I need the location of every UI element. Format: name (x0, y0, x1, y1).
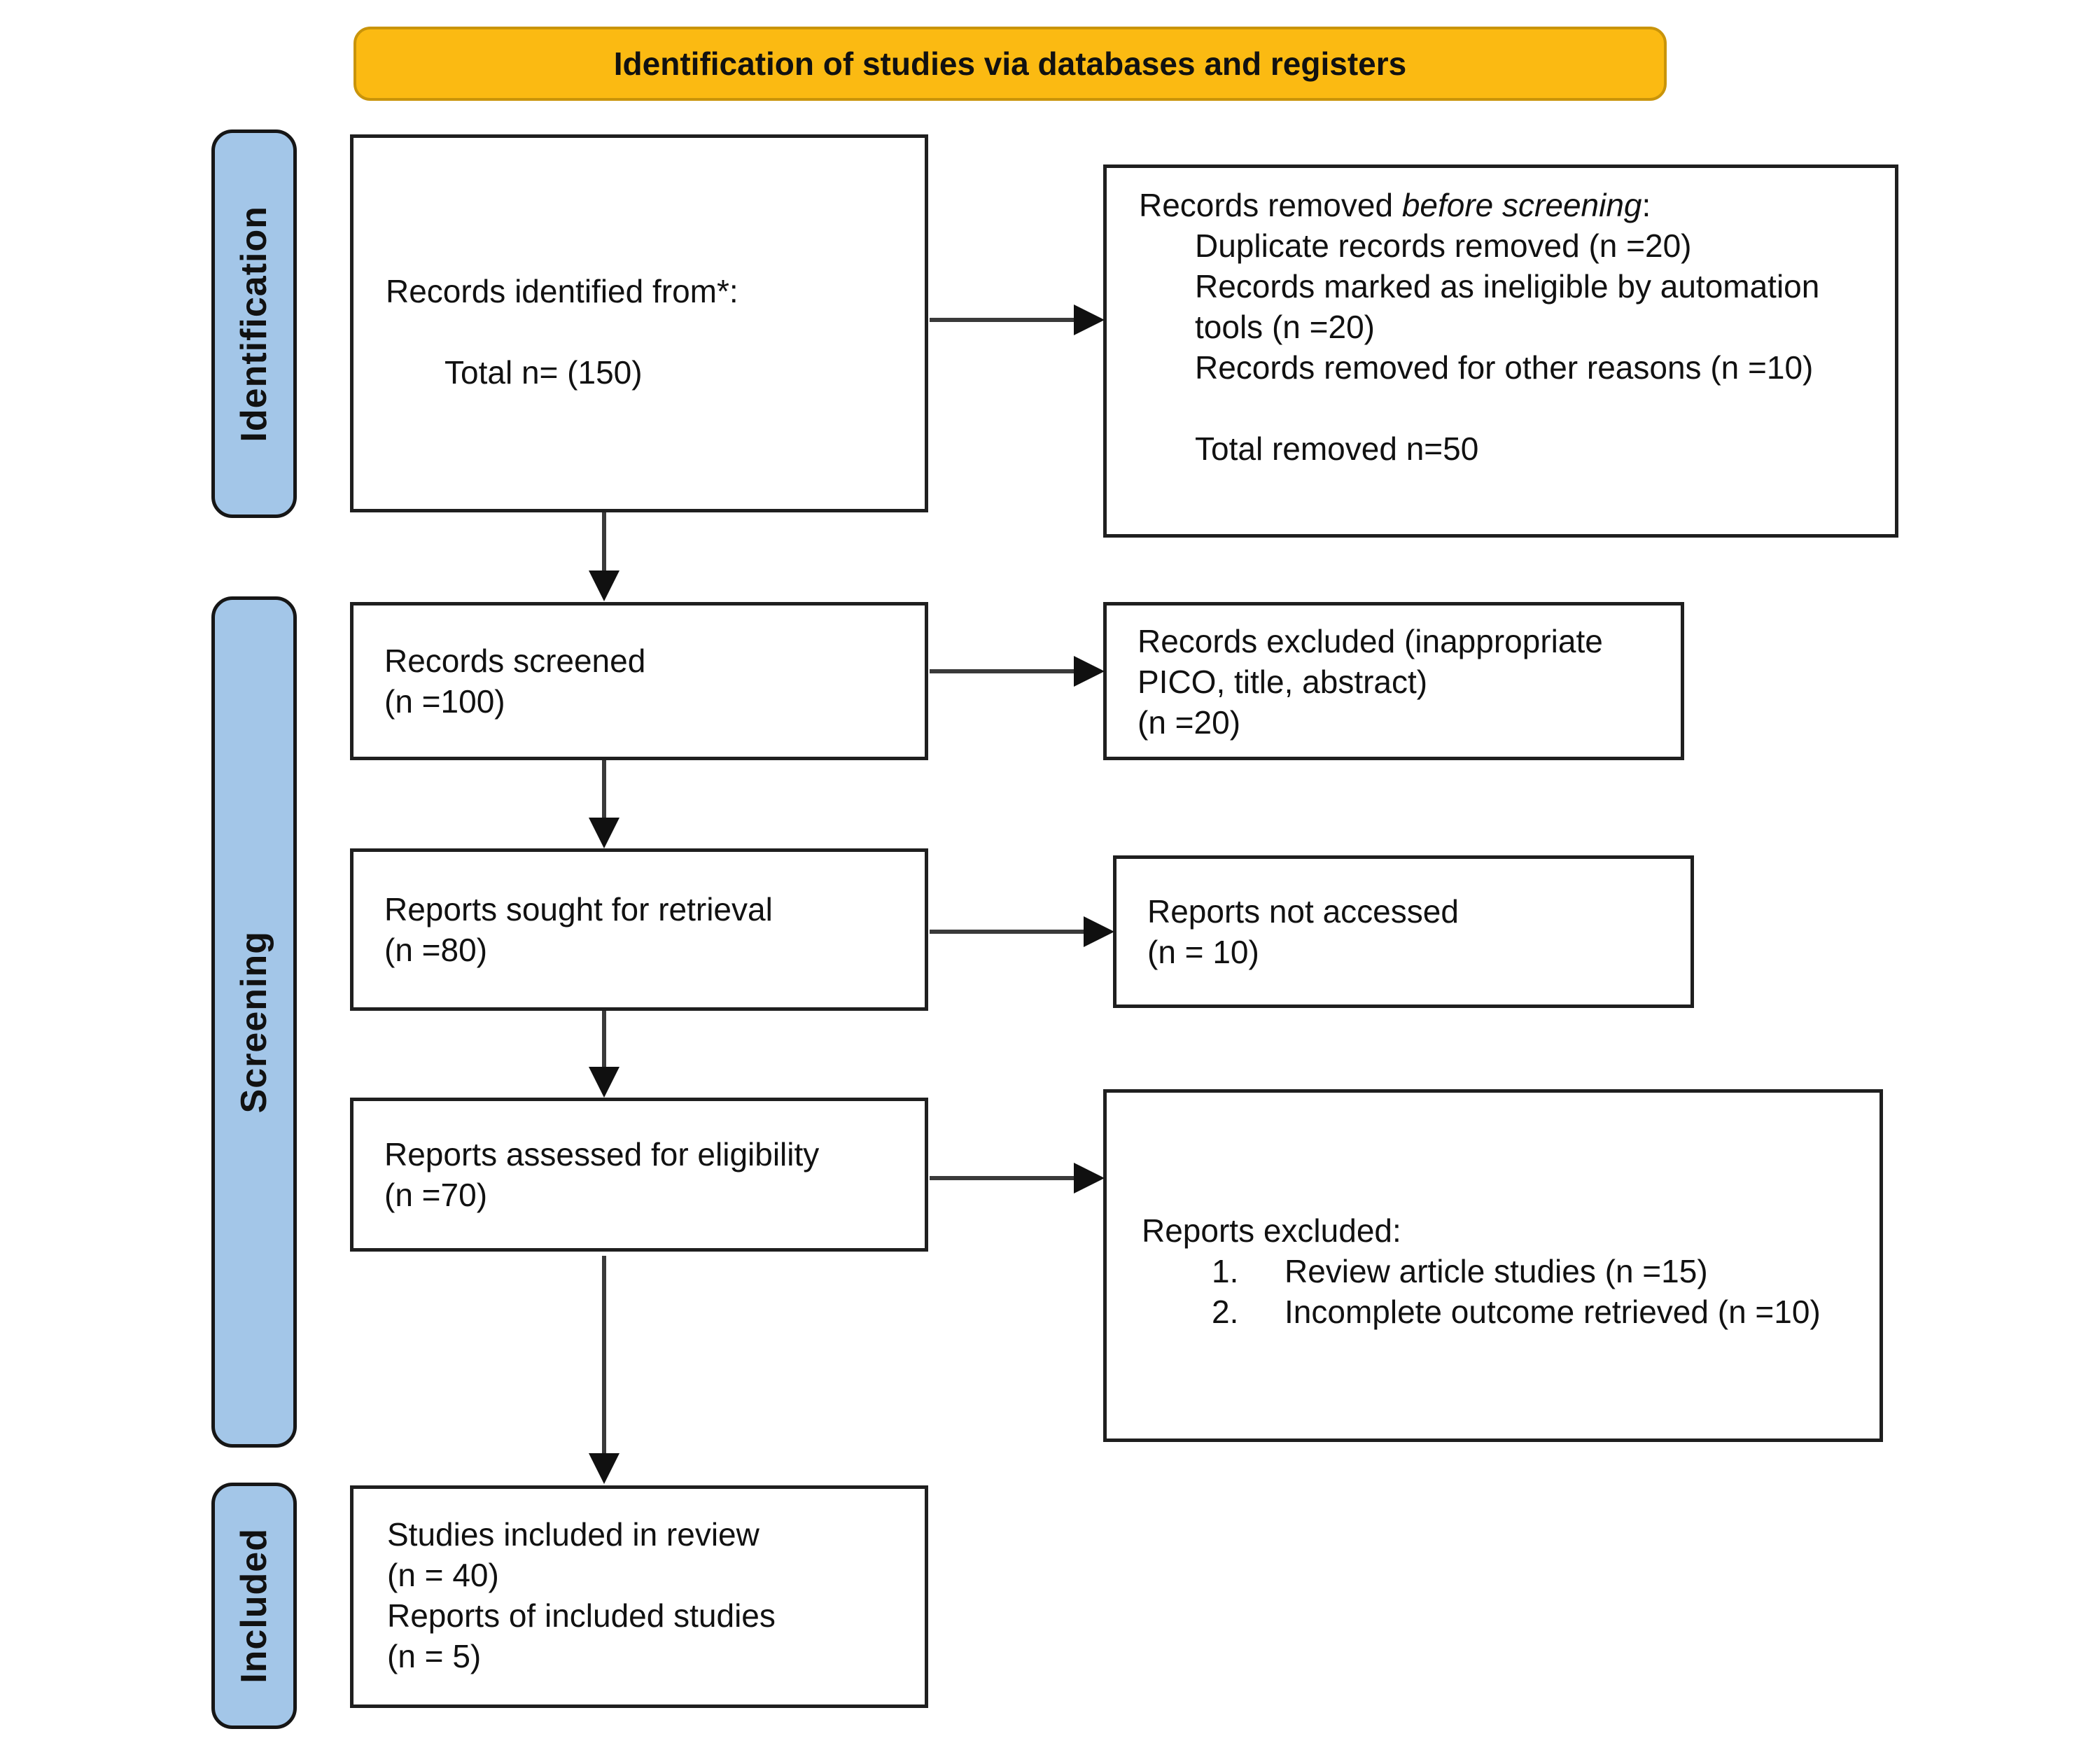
arrow-line-identified-to-removed (930, 318, 1077, 322)
records-screened-count: (n =100) (384, 683, 505, 720)
arrow-line-assessed-to-excluded (930, 1176, 1077, 1180)
stage-label-screening: Screening (211, 596, 297, 1448)
box-reports-sought: Reports sought for retrieval (n =80) (350, 848, 928, 1011)
list-text: Incomplete outcome retrieved (n =10) (1284, 1294, 1821, 1330)
box-records-removed: Records removed before screening: Duplic… (1103, 164, 1898, 538)
arrowhead-right-icon (1074, 1163, 1105, 1194)
arrow-line-screened-to-excluded (930, 669, 1077, 673)
arrowhead-down-icon (589, 1453, 620, 1484)
records-excluded-line2: PICO, title, abstract) (1138, 664, 1428, 700)
reports-included-count: (n = 5) (387, 1638, 482, 1674)
reports-excluded-item: 2. Incomplete outcome retrieved (n =10) (1212, 1292, 1868, 1332)
box-reports-excluded: Reports excluded: 1. Review article stud… (1103, 1089, 1883, 1442)
arrowhead-right-icon (1084, 916, 1114, 947)
records-screened-line1: Records screened (384, 643, 646, 679)
arrow-line-sought-to-not-accessed (930, 930, 1085, 934)
records-removed-title-suffix: : (1642, 187, 1651, 223)
records-identified-line1: Records identified from*: (386, 273, 738, 309)
arrowhead-down-icon (589, 570, 620, 601)
records-excluded-count: (n =20) (1138, 704, 1241, 741)
records-removed-items: Duplicate records removed (n =20) Record… (1195, 225, 1888, 388)
stage-label-included-text: Included (234, 1528, 274, 1684)
records-excluded-line1: Records excluded (inappropriate (1138, 623, 1603, 659)
records-removed-title-prefix: Records removed (1139, 187, 1402, 223)
records-removed-title-italic: before screening (1401, 187, 1642, 223)
list-number: 1. (1212, 1253, 1239, 1289)
arrow-line-identified-to-screened (602, 512, 606, 574)
arrowhead-down-icon (589, 1067, 620, 1098)
records-identified-total: Total n= (150) (444, 354, 643, 391)
stage-label-included: Included (211, 1483, 297, 1729)
reports-included-line: Reports of included studies (387, 1597, 776, 1634)
box-reports-not-accessed: Reports not accessed (n = 10) (1113, 855, 1694, 1008)
reports-not-accessed-line1: Reports not accessed (1147, 893, 1459, 930)
box-records-identified: Records identified from*: Total n= (150) (350, 134, 928, 512)
header-banner: Identification of studies via databases … (354, 27, 1667, 101)
reports-sought-line1: Reports sought for retrieval (384, 891, 773, 927)
reports-sought-count: (n =80) (384, 932, 488, 968)
records-removed-item: Records removed for other reasons (n =10… (1195, 349, 1814, 386)
list-text: Review article studies (n =15) (1284, 1253, 1708, 1289)
arrowhead-down-icon (589, 818, 620, 848)
records-removed-item: Duplicate records removed (n =20) (1195, 227, 1692, 264)
records-removed-title: Records removed before screening: (1139, 185, 1881, 225)
box-records-excluded: Records excluded (inappropriate PICO, ti… (1103, 602, 1684, 760)
arrow-line-screened-to-sought (602, 760, 606, 820)
stage-label-identification: Identification (211, 130, 297, 518)
list-number: 2. (1212, 1294, 1239, 1330)
arrowhead-right-icon (1074, 304, 1105, 335)
studies-included-count: (n = 40) (387, 1557, 499, 1593)
reports-excluded-item: 1. Review article studies (n =15) (1212, 1251, 1868, 1292)
reports-assessed-line1: Reports assessed for eligibility (384, 1136, 820, 1172)
studies-included-line: Studies included in review (387, 1516, 760, 1553)
box-records-screened: Records screened (n =100) (350, 602, 928, 760)
box-reports-assessed: Reports assessed for eligibility (n =70) (350, 1098, 928, 1252)
records-removed-total: Total removed n=50 (1195, 430, 1479, 467)
reports-not-accessed-count: (n = 10) (1147, 934, 1259, 970)
arrowhead-right-icon (1074, 656, 1105, 687)
stage-label-screening-text: Screening (234, 930, 274, 1114)
stage-label-identification-text: Identification (234, 205, 274, 442)
box-studies-included: Studies included in review (n = 40) Repo… (350, 1485, 928, 1708)
reports-excluded-title: Reports excluded: (1142, 1212, 1401, 1249)
records-removed-item: Records marked as ineligible by automati… (1195, 268, 1820, 345)
reports-assessed-count: (n =70) (384, 1177, 488, 1213)
arrow-line-assessed-to-included (602, 1256, 606, 1456)
arrow-line-sought-to-assessed (602, 1011, 606, 1070)
header-title: Identification of studies via databases … (613, 46, 1407, 82)
